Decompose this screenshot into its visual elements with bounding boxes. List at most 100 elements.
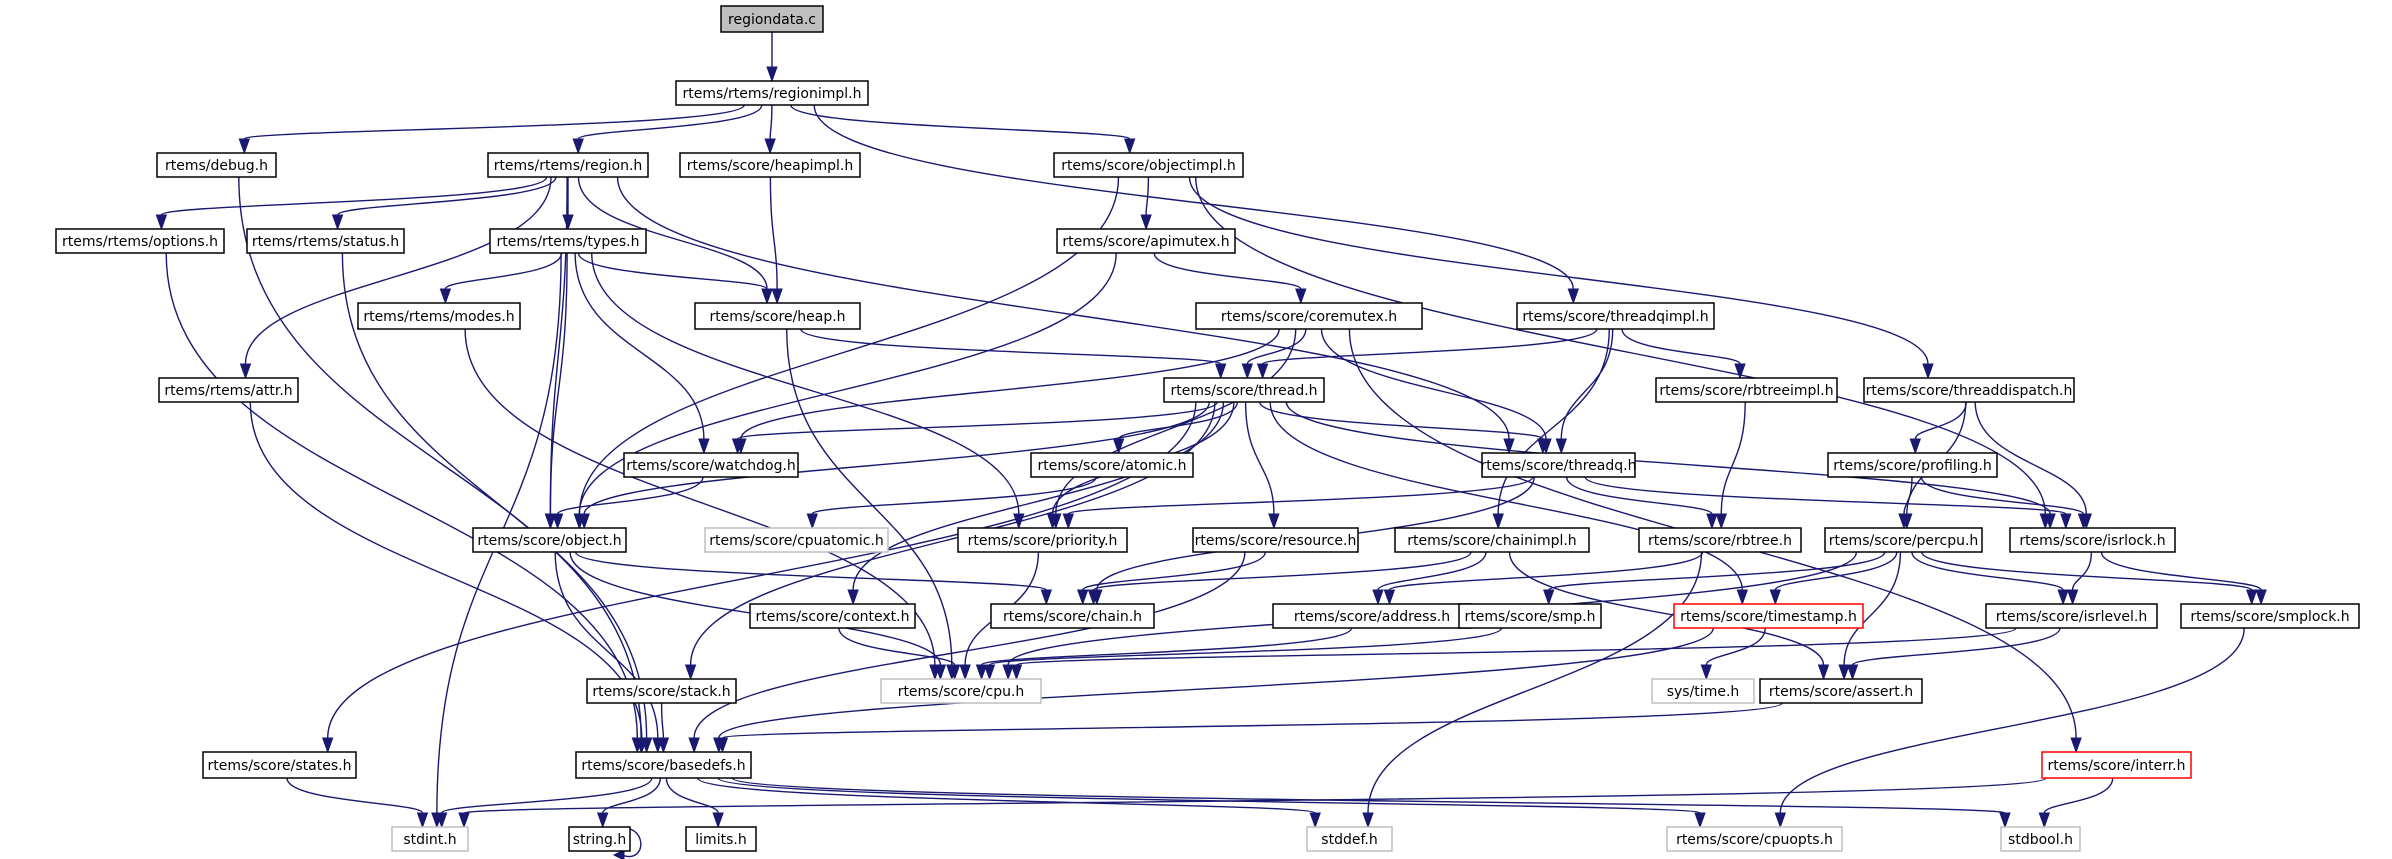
edge-line	[1153, 252, 1302, 290]
node-box	[1195, 302, 1423, 330]
node-timestamp[interactable]: rtems/score/timestamp.h	[1673, 603, 1864, 629]
node-regionimpl[interactable]: rtems/rtems/regionimpl.h	[675, 80, 869, 106]
node-region[interactable]: rtems/rtems/region.h	[487, 152, 649, 178]
node-box	[1306, 826, 1393, 852]
edge-line	[1188, 176, 1929, 365]
edge-line	[721, 702, 1783, 739]
edge-isrlevel-to-cpu	[1010, 627, 2017, 681]
node-basedefs[interactable]: rtems/score/basedefs.h	[575, 751, 752, 779]
node-threaddispatch[interactable]: rtems/score/threaddispatch.h	[1863, 377, 2075, 403]
node-label: rtems/rtems/region.h	[494, 158, 643, 174]
node-threadq[interactable]: rtems/score/threadq.h	[1481, 452, 1637, 478]
edge-line	[286, 777, 424, 814]
edge-threadqimpl-to-thread	[1256, 328, 1598, 380]
node-smp[interactable]: rtems/score/smp.h	[1458, 603, 1602, 629]
edge-line	[554, 551, 659, 739]
arrowhead-icon	[2077, 513, 2090, 530]
node-box	[487, 152, 649, 178]
edge-resource-to-chain	[1076, 551, 1266, 606]
node-status[interactable]: rtems/rtems/status.h	[246, 228, 405, 254]
edge-objectimpl-to-threaddispatch	[1188, 176, 1934, 380]
edge-threaddispatch-to-profiling	[1909, 401, 1967, 455]
node-systime[interactable]: sys/time.h	[1651, 678, 1755, 704]
edge-line	[602, 777, 661, 814]
node-label: rtems/score/heapimpl.h	[687, 158, 853, 174]
node-thread[interactable]: rtems/score/thread.h	[1163, 377, 1325, 403]
node-heapimpl[interactable]: rtems/score/heapimpl.h	[679, 152, 861, 178]
arrowhead-icon	[934, 664, 947, 681]
edge-line	[769, 176, 778, 290]
edge-line	[1851, 627, 2061, 666]
edge-thread-to-threadq	[1259, 401, 1549, 455]
edge-thread-to-object	[578, 401, 1210, 530]
node-threadqimpl[interactable]: rtems/score/threadqimpl.h	[1516, 302, 1715, 330]
edge-isrlevel-to-assert	[1846, 627, 2061, 681]
node-watchdog[interactable]: rtems/score/watchdog.h	[623, 452, 799, 478]
arrowhead-icon	[612, 849, 625, 859]
node-isrlevel[interactable]: rtems/score/isrlevel.h	[1985, 603, 2158, 629]
arrowhead-icon	[975, 664, 988, 681]
node-percpu[interactable]: rtems/score/percpu.h	[1824, 527, 1983, 553]
node-coremutex[interactable]: rtems/score/coremutex.h	[1195, 302, 1423, 330]
node-chain[interactable]: rtems/score/chain.h	[990, 603, 1155, 629]
node-isrlock[interactable]: rtems/score/isrlock.h	[2009, 527, 2176, 553]
arrowhead-icon	[596, 812, 609, 829]
node-objectimpl[interactable]: rtems/score/objectimpl.h	[1053, 152, 1244, 178]
node-interr[interactable]: rtems/score/interr.h	[2041, 751, 2192, 779]
edge-regiondata_c-to-regionimpl	[766, 32, 778, 83]
edge-regionimpl-to-region	[572, 104, 763, 155]
node-priority[interactable]: rtems/score/priority.h	[957, 527, 1128, 553]
node-object[interactable]: rtems/score/object.h	[472, 527, 627, 553]
node-address[interactable]: rtems/score/address.h	[1272, 603, 1472, 629]
node-box	[1053, 152, 1244, 178]
edge-line	[1377, 551, 1487, 591]
node-cpuopts[interactable]: rtems/score/cpuopts.h	[1666, 826, 1843, 852]
edge-percpu-to-smplock	[1921, 551, 2258, 606]
arrowhead-icon	[435, 812, 448, 829]
node-box	[749, 603, 916, 629]
node-stack[interactable]: rtems/score/stack.h	[586, 678, 737, 704]
node-types[interactable]: rtems/rtems/types.h	[489, 228, 647, 254]
node-context[interactable]: rtems/score/context.h	[749, 603, 916, 629]
arrowhead-icon	[684, 664, 697, 681]
node-debug[interactable]: rtems/debug.h	[156, 152, 277, 178]
node-label: rtems/score/address.h	[1294, 609, 1450, 625]
node-chainimpl[interactable]: rtems/score/chainimpl.h	[1394, 527, 1590, 553]
arrowhead-icon	[321, 737, 334, 754]
node-stddef[interactable]: stddef.h	[1306, 826, 1393, 852]
node-cpu[interactable]: rtems/score/cpu.h	[880, 678, 1042, 704]
node-attr[interactable]: rtems/rtems/attr.h	[158, 377, 299, 403]
edge-line	[731, 777, 2006, 814]
edge-line	[336, 176, 557, 216]
node-heap[interactable]: rtems/score/heap.h	[694, 302, 861, 330]
node-apimutex[interactable]: rtems/score/apimutex.h	[1056, 228, 1236, 254]
edge-basedefs-to-stddef	[697, 777, 1321, 829]
edge-watchdog-to-object	[551, 476, 704, 530]
node-rbtree[interactable]: rtems/score/rbtree.h	[1638, 527, 1802, 553]
node-assert[interactable]: rtems/score/assert.h	[1759, 678, 1923, 704]
node-smplock[interactable]: rtems/score/smplock.h	[2180, 603, 2360, 629]
arrowhead-icon	[2044, 513, 2056, 530]
node-profiling[interactable]: rtems/score/profiling.h	[1827, 452, 1998, 478]
edge-line	[1974, 401, 2087, 515]
node-stdbool[interactable]: stdbool.h	[2000, 826, 2081, 852]
arrowhead-icon	[1774, 812, 1787, 829]
node-rbtreeimpl[interactable]: rtems/score/rbtreeimpl.h	[1655, 377, 1838, 403]
node-limits[interactable]: limits.h	[685, 826, 757, 852]
node-stdint[interactable]: stdint.h	[391, 826, 469, 852]
node-string[interactable]: string.h	[568, 826, 631, 852]
node-regiondata-c[interactable]: regiondata.c	[720, 5, 824, 33]
arrowhead-icon	[2038, 812, 2051, 829]
edge-line	[1774, 551, 1898, 591]
arrowhead-icon	[551, 513, 564, 530]
edge-line	[1560, 328, 1614, 440]
arrowhead-icon	[1076, 589, 1089, 606]
node-states[interactable]: rtems/score/states.h	[202, 751, 357, 779]
node-options[interactable]: rtems/rtems/options.h	[55, 228, 225, 254]
edge-line	[1911, 551, 2064, 591]
node-cpuatomic[interactable]: rtems/score/cpuatomic.h	[704, 527, 889, 553]
node-label: stdbool.h	[2008, 832, 2073, 848]
node-resource[interactable]: rtems/score/resource.h	[1192, 527, 1359, 553]
node-modes[interactable]: rtems/rtems/modes.h	[357, 302, 521, 330]
node-atomic[interactable]: rtems/score/atomic.h	[1030, 452, 1194, 478]
